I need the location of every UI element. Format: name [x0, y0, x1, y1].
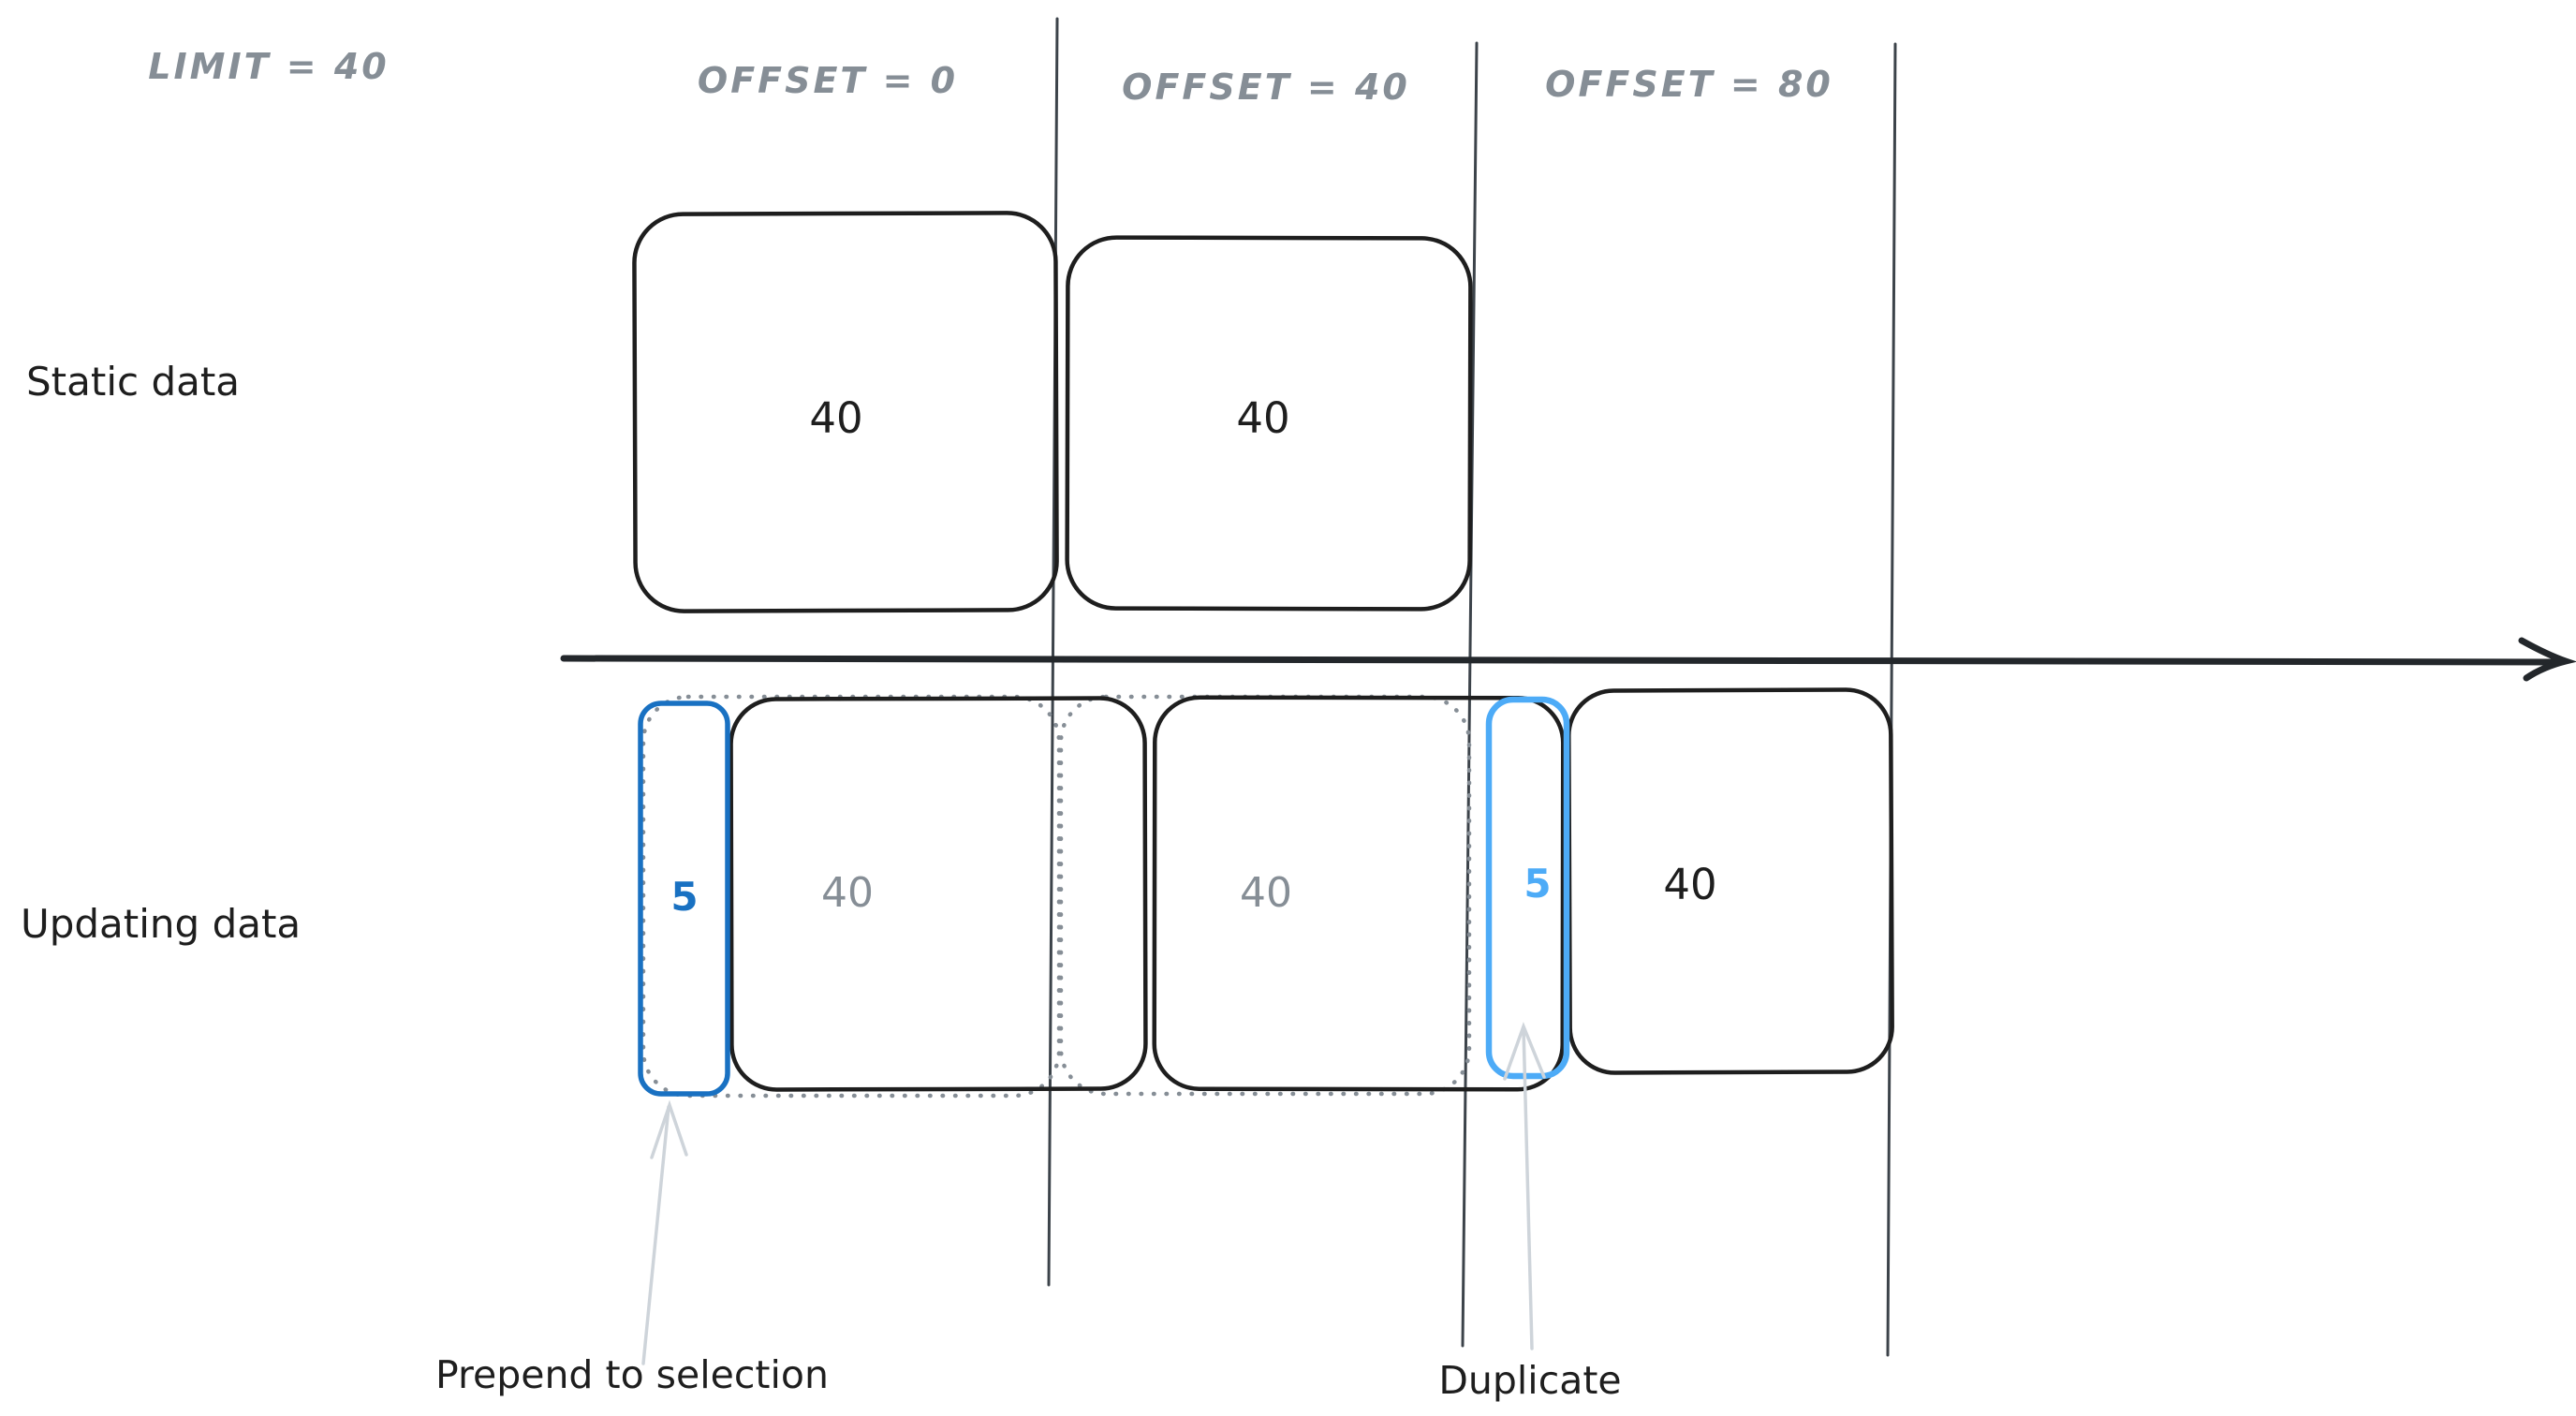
annotation-arrow-prepend-shaft — [641, 1105, 670, 1365]
prepended-items-count: 5 — [670, 874, 698, 920]
limit-label: LIMIT = 40 — [148, 46, 389, 87]
updating-page-box-3-value: 40 — [1663, 860, 1716, 909]
static-page-box-2-value: 40 — [1236, 393, 1289, 443]
static-page-box-2 — [1065, 235, 1473, 612]
updating-page-box-2-value: 40 — [1240, 869, 1292, 917]
ghost-previous-page-box-2 — [1058, 694, 1472, 1097]
offset-label-80: OFFSET = 80 — [1545, 64, 1833, 105]
duplicate-items-count: 5 — [1524, 861, 1551, 907]
offset-label-0: OFFSET = 0 — [698, 60, 958, 101]
static-page-box-1-value: 40 — [809, 393, 862, 443]
timeline-axis-arrow — [560, 637, 2576, 682]
timeline-axis-arrowhead — [2518, 637, 2576, 682]
highlight-box-prepended-items — [638, 701, 730, 1097]
annotation-arrow-prepend-head — [650, 1099, 688, 1159]
updating-page-box-1 — [729, 696, 1148, 1092]
timeline-axis-shaft — [560, 655, 2564, 666]
updating-page-box-2 — [1152, 695, 1566, 1092]
annotation-arrow-duplicate-head — [1503, 1022, 1546, 1081]
annotation-text-duplicate: Duplicate — [1438, 1358, 1621, 1403]
highlight-box-duplicate-items — [1485, 696, 1570, 1080]
annotation-arrow-duplicate — [1503, 1022, 1546, 1350]
annotation-arrow-prepend — [641, 1099, 688, 1365]
annotation-arrow-duplicate-shaft — [1522, 1025, 1534, 1350]
updating-row-label: Updating data — [21, 901, 301, 947]
updating-page-box-1-value: 40 — [821, 869, 874, 917]
vertical-divider-3 — [1886, 42, 1897, 1357]
vertical-divider-1 — [1047, 17, 1059, 1287]
vertical-divider-2 — [1461, 41, 1479, 1348]
static-page-box-1 — [632, 211, 1059, 613]
annotation-text-prepend: Prepend to selection — [435, 1352, 829, 1397]
static-row-label: Static data — [26, 359, 240, 405]
updating-page-box-3 — [1567, 687, 1894, 1075]
offset-label-40: OFFSET = 40 — [1122, 66, 1410, 108]
